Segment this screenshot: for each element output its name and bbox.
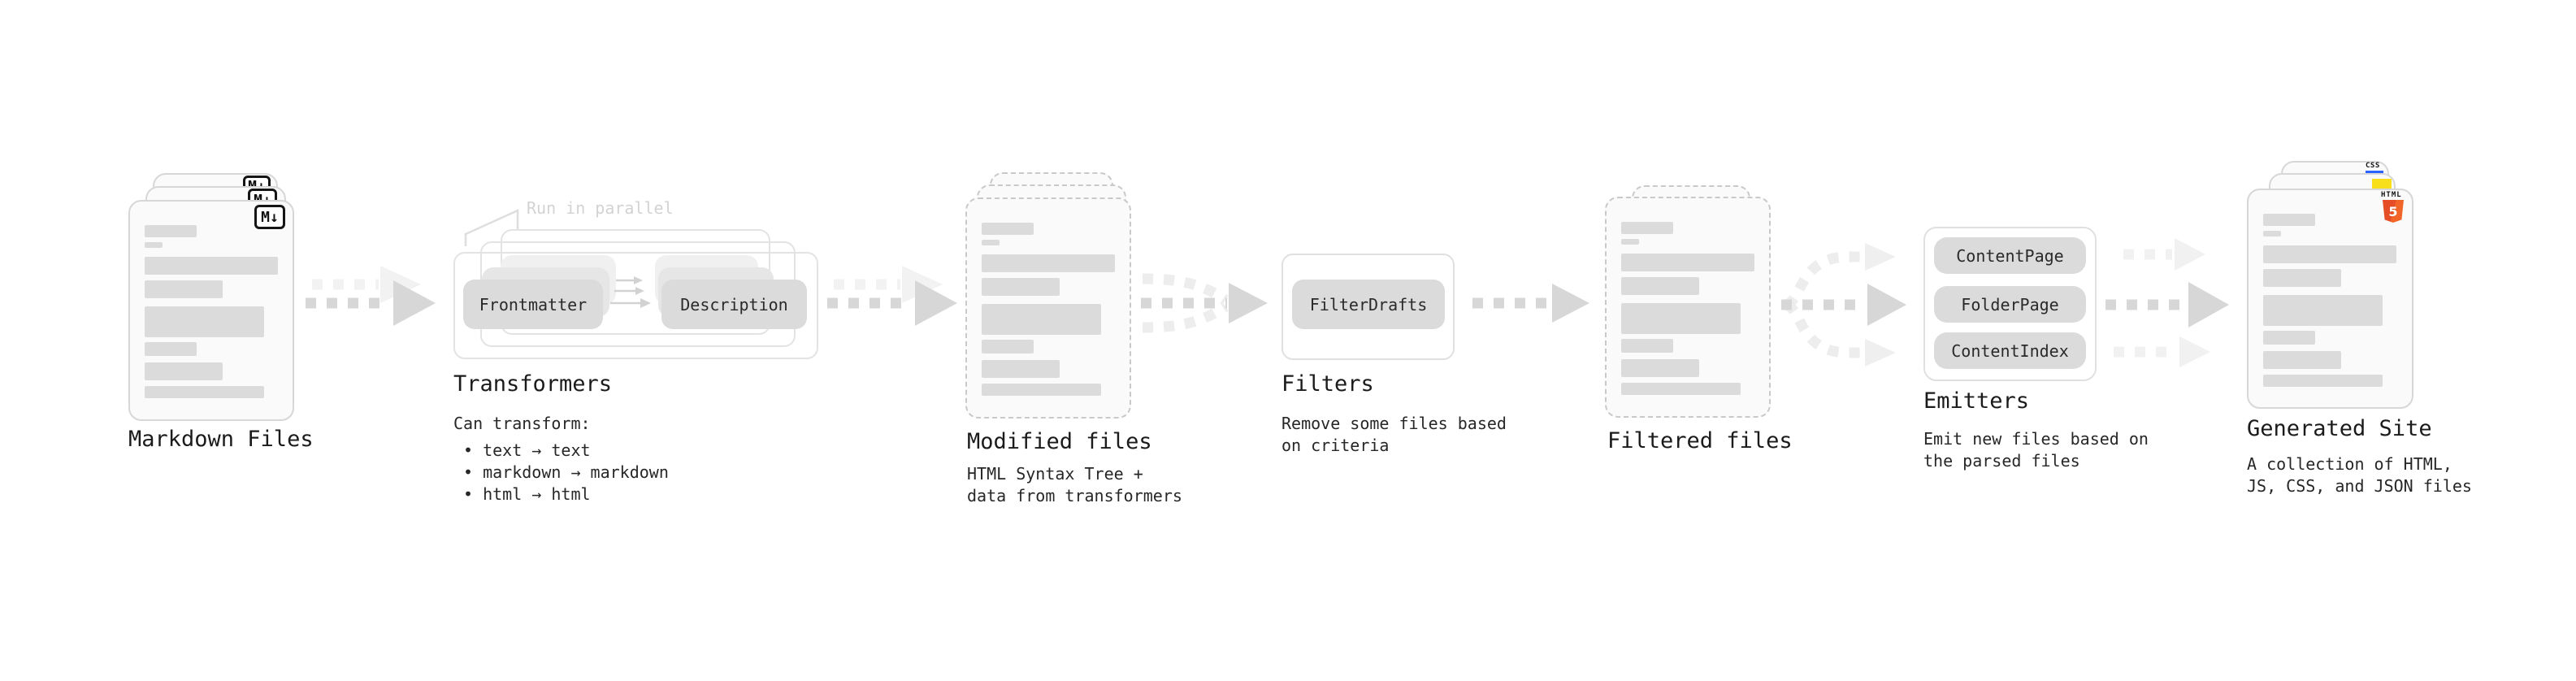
placeholder-line bbox=[2263, 375, 2383, 387]
transformer-frame-front bbox=[453, 252, 818, 359]
filters-desc-line: Remove some files based bbox=[1281, 414, 1507, 433]
annotation-bracket bbox=[464, 209, 519, 246]
placeholder-line bbox=[145, 362, 223, 380]
css-icon: CSS bbox=[2366, 162, 2380, 170]
stage-label-emitters: Emitters bbox=[1923, 388, 2030, 414]
placeholder-line bbox=[982, 240, 1000, 245]
placeholder-line bbox=[145, 257, 278, 275]
transformers-bullet: • markdown → markdown bbox=[463, 462, 669, 482]
css-icon-underline bbox=[2366, 171, 2383, 174]
placeholder-line bbox=[1621, 239, 1639, 245]
html5-icon-wordmark: HTML bbox=[2381, 191, 2402, 199]
placeholder-line bbox=[982, 304, 1101, 335]
folderpage-chip: FolderPage bbox=[1934, 286, 2086, 323]
placeholder-line bbox=[145, 225, 197, 237]
placeholder-line bbox=[1621, 383, 1741, 395]
filters-desc-line: on criteria bbox=[1281, 436, 1390, 455]
stage-label-markdown-files: Markdown Files bbox=[128, 427, 314, 452]
stage-label-filters: Filters bbox=[1281, 371, 1374, 397]
placeholder-line bbox=[982, 278, 1060, 296]
placeholder-line bbox=[1621, 222, 1673, 234]
stage-label-filtered-files: Filtered files bbox=[1607, 428, 1793, 453]
placeholder-line bbox=[1621, 277, 1699, 295]
chip-flow-arrows bbox=[610, 276, 651, 308]
stage-label-transformers: Transformers bbox=[453, 371, 613, 397]
frontmatter-chip: Frontmatter bbox=[463, 280, 603, 329]
placeholder-line bbox=[1621, 359, 1699, 377]
placeholder-line bbox=[2263, 269, 2341, 287]
arrow-fan-in-modified-to-filters bbox=[1141, 273, 1268, 333]
contentpage-chip: ContentPage bbox=[1934, 237, 2086, 274]
emitters-desc-line: the parsed files bbox=[1923, 451, 2080, 471]
arrow-emitters-to-site bbox=[2105, 238, 2229, 367]
placeholder-line bbox=[982, 360, 1060, 378]
js-icon bbox=[2372, 179, 2392, 189]
placeholder-line bbox=[145, 386, 264, 398]
arrow-markdown-to-transformers bbox=[306, 266, 436, 326]
filterdrafts-chip: FilterDrafts bbox=[1292, 280, 1445, 329]
arrow-transformers-to-modified bbox=[827, 266, 957, 326]
transformers-bullet: • text → text bbox=[463, 440, 591, 460]
stage-label-modified-files: Modified files bbox=[967, 429, 1152, 454]
placeholder-line bbox=[2263, 351, 2341, 369]
placeholder-line bbox=[145, 306, 264, 337]
arrow-fan-out-filtered-to-emitters bbox=[1781, 243, 1906, 367]
site-doc-html bbox=[2247, 189, 2413, 409]
emitters-desc-line: Emit new files based on bbox=[1923, 429, 2149, 449]
markdown-doc-front bbox=[128, 200, 294, 421]
markdown-icon: M↓ bbox=[254, 205, 285, 229]
placeholder-line bbox=[982, 340, 1034, 354]
placeholder-line bbox=[2263, 245, 2396, 263]
placeholder-line bbox=[1621, 303, 1741, 334]
contentindex-chip: ContentIndex bbox=[1934, 332, 2086, 369]
modified-doc-front bbox=[965, 197, 1131, 419]
placeholder-line bbox=[2263, 214, 2315, 226]
placeholder-line bbox=[2263, 331, 2315, 345]
stage-label-generated-site: Generated Site bbox=[2247, 416, 2432, 441]
arrow-filters-to-filtered bbox=[1472, 284, 1589, 323]
generated-site-desc-line: A collection of HTML, bbox=[2247, 454, 2452, 474]
placeholder-line bbox=[145, 342, 197, 356]
description-chip: Description bbox=[661, 280, 807, 329]
placeholder-line bbox=[982, 384, 1101, 396]
modified-files-desc-line: data from transformers bbox=[967, 486, 1182, 505]
placeholder-line bbox=[1621, 254, 1754, 271]
filtered-doc-front bbox=[1605, 197, 1771, 418]
placeholder-line bbox=[2263, 295, 2383, 326]
placeholder-line bbox=[982, 254, 1115, 272]
placeholder-line bbox=[145, 280, 223, 298]
html5-icon: 5 bbox=[2383, 200, 2404, 223]
transformers-desc-title: Can transform: bbox=[453, 414, 591, 433]
placeholder-line bbox=[1621, 339, 1673, 353]
transformers-bullet: • html → html bbox=[463, 484, 591, 504]
placeholder-line bbox=[982, 223, 1034, 235]
run-in-parallel-annotation: Run in parallel bbox=[527, 198, 674, 218]
placeholder-line bbox=[145, 242, 163, 248]
modified-files-desc-line: HTML Syntax Tree + bbox=[967, 464, 1143, 484]
placeholder-line bbox=[2263, 231, 2281, 236]
generated-site-desc-line: JS, CSS, and JSON files bbox=[2247, 476, 2472, 496]
